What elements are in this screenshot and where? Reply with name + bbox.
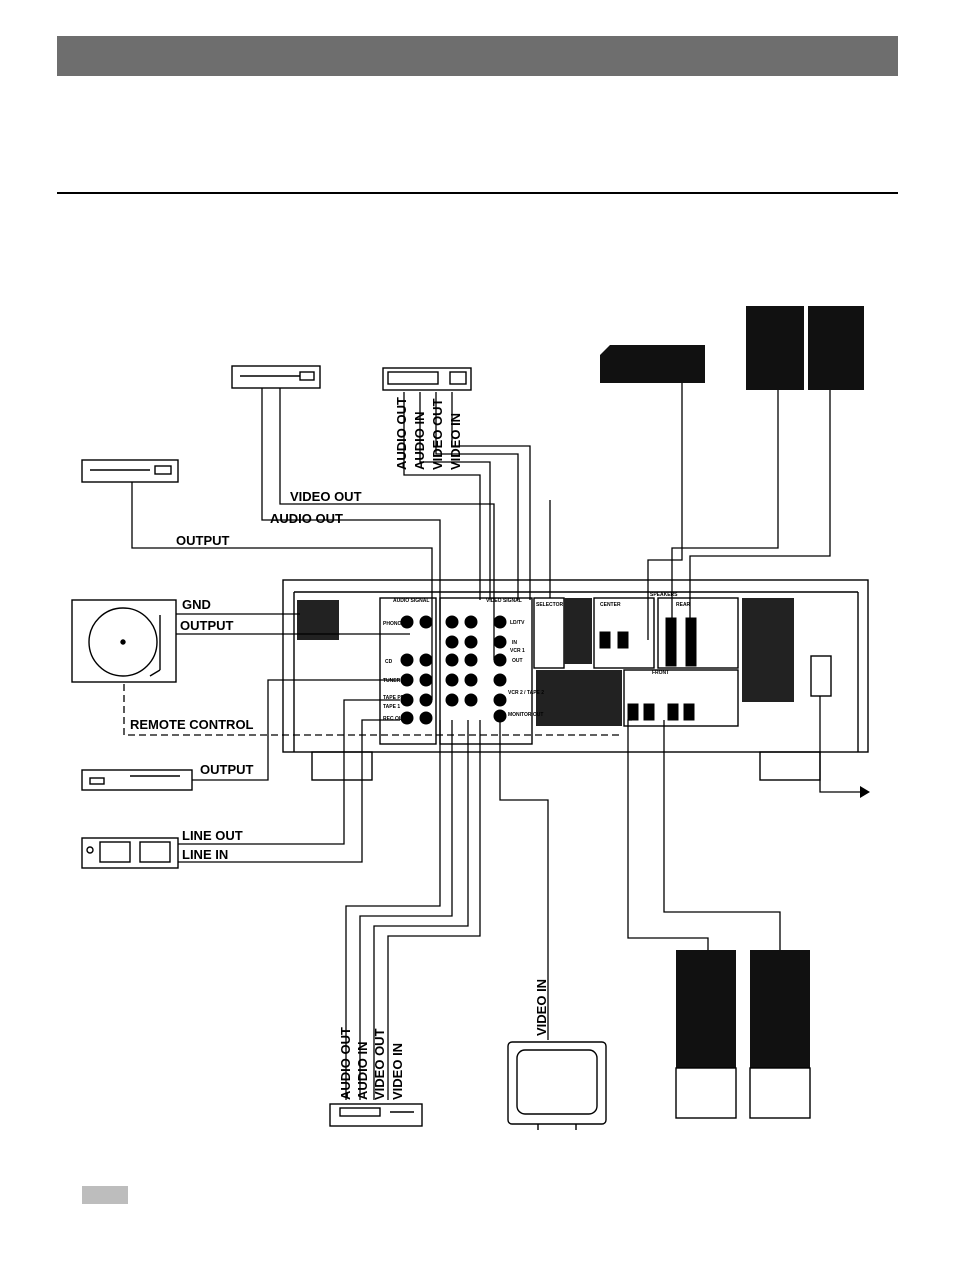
panel-rear: REAR (676, 602, 691, 608)
label-vcr-audio-in: AUDIO IN (355, 1042, 370, 1101)
label-ld-audio-in: AUDIO IN (412, 412, 427, 471)
label-vcr-audio-out: AUDIO OUT (338, 1027, 353, 1100)
label-turntable-output: OUTPUT (180, 618, 234, 633)
label-dvd-video-out: VIDEO OUT (290, 489, 362, 504)
panel-video-signal: VIDEO SIGNAL (486, 598, 522, 604)
label-line-out: LINE OUT (182, 828, 243, 843)
label-line-in: LINE IN (182, 847, 228, 862)
panel-ld-tv: LD/TV (510, 620, 525, 626)
panel-tape1: TAPE 1 (383, 704, 400, 710)
label-ld-video-in: VIDEO IN (448, 413, 463, 470)
center-speaker (600, 345, 705, 383)
vcr-device (329, 1103, 423, 1127)
label-ld-video-out: VIDEO OUT (430, 398, 445, 470)
panel-front: FRONT (652, 670, 669, 676)
label-cd-output: OUTPUT (200, 762, 254, 777)
panel-vcr2-tape2: VCR 2 / TAPE 2 (508, 690, 544, 696)
label-vcr-video-out: VIDEO OUT (372, 1028, 387, 1100)
panel-phono: PHONO (383, 621, 401, 627)
header-bar (57, 36, 898, 76)
label-vcr-video-in: VIDEO IN (390, 1043, 405, 1100)
label-dvd-audio-out: AUDIO OUT (270, 511, 343, 526)
ld-player-device (382, 367, 472, 391)
panel-center: CENTER (600, 602, 621, 608)
panel-tape-play: TAPE PB (383, 695, 405, 701)
panel-cd: CD (385, 659, 393, 665)
panel-vcr1: VCR 1 (510, 648, 525, 654)
panel-rec-out: REC OUT (383, 716, 406, 722)
cd-player-device (81, 769, 193, 791)
video-player-device (231, 365, 321, 389)
rear-speakers (746, 306, 864, 390)
panel-in: IN (512, 640, 517, 646)
label-tv-video-in: VIDEO IN (534, 979, 549, 1036)
panel-tuner: TUNER (383, 678, 401, 684)
label-gnd: GND (182, 597, 211, 612)
front-speakers (675, 950, 811, 1119)
panel-audio-signal: AUDIO SIGNAL (393, 598, 429, 604)
panel-out: OUT (512, 658, 523, 664)
cassette-deck-device (81, 837, 179, 869)
panel-selector: SELECTOR (536, 602, 564, 608)
section-rule (57, 192, 898, 194)
tuner-device (81, 459, 179, 483)
tv-device (507, 1041, 607, 1130)
page-number-chip (82, 1186, 128, 1204)
turntable-device (71, 599, 177, 683)
label-tuner-output: OUTPUT (176, 533, 230, 548)
label-ld-audio-out: AUDIO OUT (394, 397, 409, 470)
label-remote-control: REMOTE CONTROL (130, 717, 254, 732)
panel-speakers: SPEAKERS (650, 592, 678, 598)
panel-monitor-out: MONITOR OUT (508, 712, 543, 718)
